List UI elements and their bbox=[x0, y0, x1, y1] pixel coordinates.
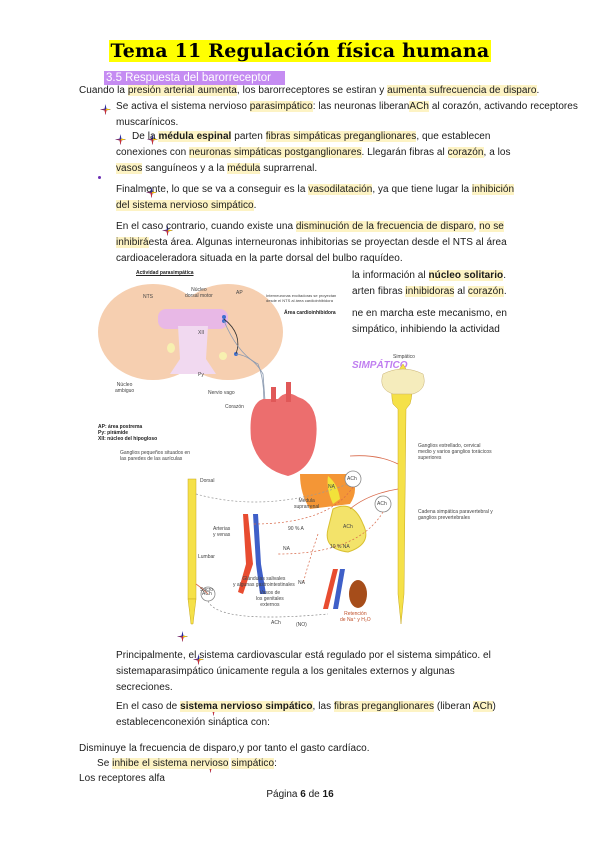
total-pages: 16 bbox=[322, 789, 334, 800]
diagram-title: Actividad parasimpática bbox=[136, 270, 194, 276]
spinal-cord-right bbox=[381, 363, 425, 625]
label-na-3: NA bbox=[298, 580, 305, 586]
label-ap: AP bbox=[236, 290, 243, 296]
label-ach-3: ACh bbox=[202, 591, 212, 597]
label-corazon: Corazón bbox=[225, 404, 244, 410]
label-na-2: NA bbox=[283, 546, 290, 552]
label-nts: NTS bbox=[143, 294, 153, 300]
label-ach-bottom: ACh bbox=[271, 620, 281, 626]
label-py: Py bbox=[198, 372, 204, 378]
bullet-parasympathetic: Se activa el sistema nervioso parasimpát… bbox=[116, 101, 578, 128]
partial-text-2: arten fibras inhibidoras al corazón. bbox=[352, 286, 507, 297]
label-no: (NO) bbox=[296, 622, 307, 628]
label-xii: XII bbox=[198, 330, 205, 336]
partial-text-3: ne en marcha este mecanismo, en bbox=[352, 308, 507, 319]
label-area-cardioinhibidora: Área cardioinhibidora bbox=[284, 310, 336, 316]
document-title: Tema 11 Regulación física humana bbox=[108, 40, 492, 62]
label-dorsal: Dorsal bbox=[200, 478, 215, 484]
label-sacro: Sacro bbox=[200, 587, 214, 593]
closing-line-3: Los receptores alfa bbox=[79, 773, 165, 784]
label-ach-1: ACh bbox=[347, 476, 357, 482]
label-simpatico: Simpático bbox=[393, 354, 415, 360]
label-ganglios-estrellado: Ganglios estrellado, cervical medio y va… bbox=[418, 443, 492, 461]
label-90-pct-a: 90 % A bbox=[288, 526, 304, 532]
bullet-inverse-case: En el caso contrario, cuando existe una … bbox=[116, 221, 507, 264]
label-lumbar: Lumbar bbox=[198, 554, 215, 560]
closing-line-2: Se inhibe el sistema nervioso simpático: bbox=[97, 758, 277, 769]
partial-text-1: la información al núcleo solitario. bbox=[352, 270, 507, 281]
bullet-spinal-cord: De la médula espinal parten fibras simpá… bbox=[116, 131, 511, 174]
diagram-legend: AP: área postrema Py: pirámide XII: núcl… bbox=[98, 424, 158, 442]
label-nervio-vago: Nervio vago bbox=[208, 390, 235, 396]
page-footer: Página 6 de 16 bbox=[266, 789, 334, 800]
diagram-graphics bbox=[98, 284, 425, 625]
section-heading: 3.5 Respuesta del barorreceptor bbox=[104, 71, 285, 85]
bullet-cardiovascular: Principalmente, el sistema cardiovascula… bbox=[116, 650, 491, 693]
label-ach-2: ACh bbox=[377, 501, 387, 507]
closing-line-1: Disminuye la frecuencia de disparo,y por… bbox=[79, 743, 370, 754]
bullet-sympathetic-synapse: En el caso de sistema nervioso simpático… bbox=[116, 701, 496, 728]
label-10-pct-na: 10 % NA bbox=[330, 544, 350, 550]
spinal-cord-left bbox=[187, 478, 197, 625]
label-na-1: NA bbox=[328, 484, 335, 490]
intro-paragraph: Cuando la presión arterial aumenta, los … bbox=[79, 85, 540, 96]
partial-text-4: simpático, inhibiendo la actividad bbox=[352, 324, 500, 335]
heart bbox=[250, 382, 317, 476]
bullet-vasodilation: Finalmente, lo que se va a conseguir es … bbox=[116, 184, 515, 211]
label-vasos-genitales: Vasos de los genitales externos bbox=[256, 590, 284, 608]
bullet-icon bbox=[100, 104, 111, 115]
bullet-icon bbox=[177, 631, 188, 642]
stray-dot bbox=[98, 176, 101, 179]
label-ach-4: ACh bbox=[343, 524, 353, 530]
current-page: 6 bbox=[300, 789, 306, 800]
brainstem-section bbox=[98, 284, 283, 415]
partial-heading-simpatico: SIMPÁTICO bbox=[352, 360, 408, 371]
